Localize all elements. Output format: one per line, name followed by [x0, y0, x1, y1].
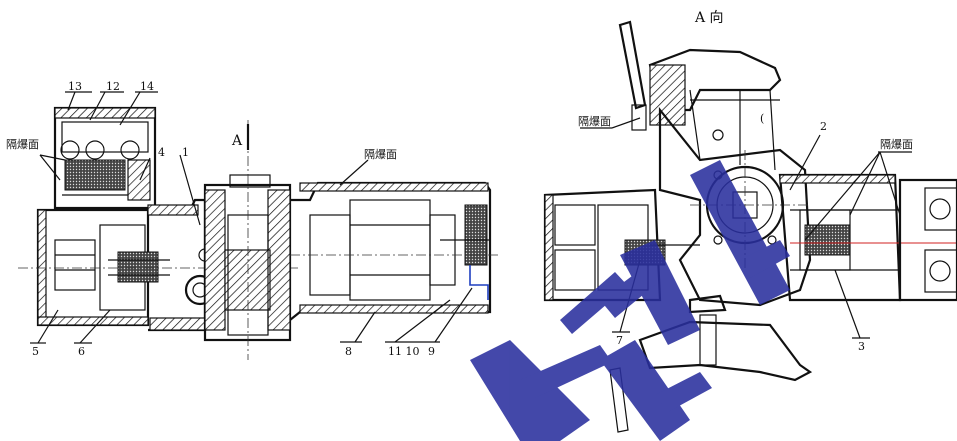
label-9: 9 — [428, 345, 435, 358]
label-flameproof-surface: 隔爆面 — [6, 137, 39, 151]
label-1: 1 — [182, 146, 189, 159]
view-direction-title: A 向 — [694, 10, 724, 26]
section-mark-a: A — [231, 133, 243, 149]
label-flameproof-surface: 隔爆面 — [880, 137, 913, 151]
label-6: 6 — [78, 345, 85, 358]
right-view-a: ( — [543, 20, 957, 433]
label-3: 3 — [858, 340, 865, 353]
label-flameproof-surface: 隔爆面 — [364, 147, 397, 161]
left-section-view — [18, 106, 500, 360]
watermark-logo — [470, 160, 790, 441]
label-2: 2 — [820, 120, 827, 133]
label-4: 4 — [158, 146, 165, 159]
label-14: 14 — [140, 80, 154, 93]
label-12: 12 — [106, 80, 120, 93]
label-flameproof-surface: 隔爆面 — [578, 114, 611, 128]
svg-text:(: ( — [760, 112, 764, 125]
label-11-10: 11 10 — [388, 345, 420, 358]
label-13: 13 — [68, 80, 82, 93]
left-leaders — [30, 91, 473, 344]
label-5: 5 — [32, 345, 39, 358]
label-8: 8 — [345, 345, 352, 358]
label-7: 7 — [616, 334, 623, 347]
